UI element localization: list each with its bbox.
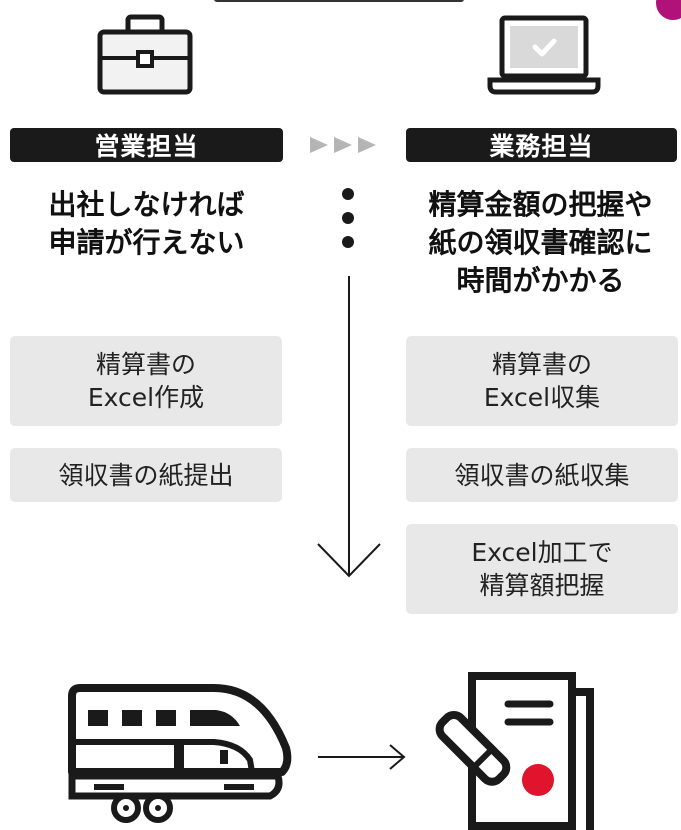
ellipsis-dot (342, 236, 354, 248)
sales-role-label: 営業担当 (10, 128, 283, 162)
ellipsis-dot (342, 212, 354, 224)
laptop-check-icon (487, 15, 601, 95)
ellipsis-dot (342, 188, 354, 200)
purple-badge-icon (656, 0, 681, 20)
operations-problem-headline: 精算金額の把握や 紙の領収書確認に 時間がかかる (428, 188, 653, 297)
operations-step-box: Excel加工で 精算額把握 (406, 524, 678, 614)
operations-step-box: 領収書の紙収集 (406, 448, 678, 502)
triple-arrow-icon (310, 137, 376, 153)
train-icon (68, 684, 292, 823)
top-cropped-banner (214, 0, 464, 2)
sales-step-box: 精算書の Excel作成 (10, 336, 282, 426)
sales-problem-headline: 出社しなければ 申請が行えない (48, 188, 245, 259)
paper-documents-icon (435, 672, 594, 830)
right-arrow-icon (318, 744, 406, 770)
operations-role-label: 業務担当 (406, 128, 677, 162)
sales-step-box: 領収書の紙提出 (10, 448, 282, 502)
down-arrow-icon (317, 276, 381, 578)
operations-step-box: 精算書の Excel収集 (406, 336, 678, 426)
briefcase-icon (97, 14, 193, 95)
